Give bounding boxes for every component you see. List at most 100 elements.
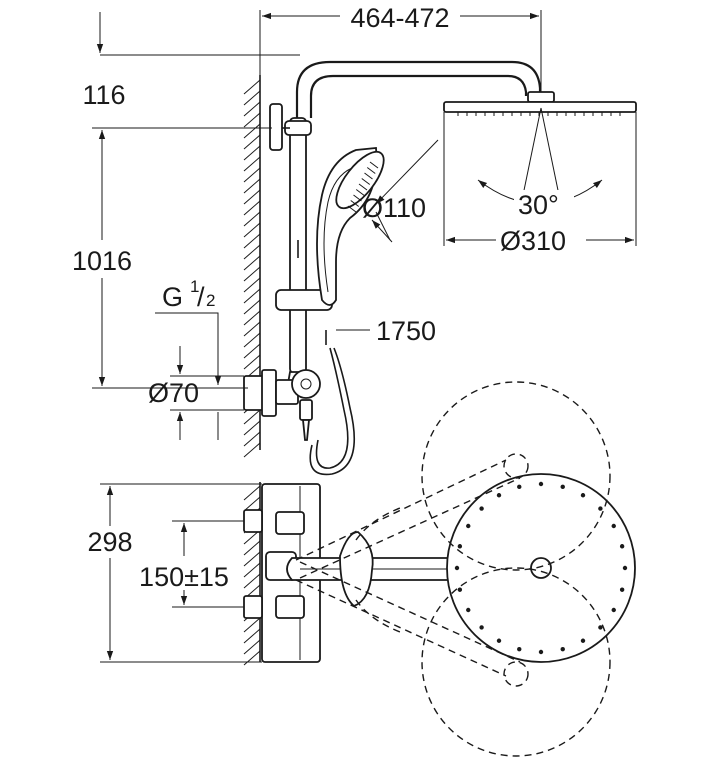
dimension-connection-diameter: Ø70 <box>148 346 244 440</box>
wall-hatch-line <box>243 79 261 95</box>
thread-fraction-denominator: 2 <box>206 291 215 310</box>
head-nozzle-dot <box>466 523 471 529</box>
dimension-top-offset: 116 <box>82 12 300 110</box>
wall-hatch-line <box>243 101 261 117</box>
shower-hose <box>309 330 356 476</box>
wall-hatch-line <box>243 551 261 567</box>
wall-hatch-line <box>243 167 261 183</box>
wall-hatch-line <box>243 211 261 227</box>
head-nozzle-dot <box>496 638 502 643</box>
thread-fraction-numerator: 1 <box>190 277 199 296</box>
wall-hatch-line <box>243 321 261 337</box>
wall-hatch-line <box>243 496 261 512</box>
head-shower-top-view <box>446 473 636 663</box>
wall-hatch-line <box>243 617 261 633</box>
wall-hatch-line <box>243 573 261 589</box>
dimension-spray-angle: 30° <box>514 190 574 220</box>
wall-hatch-line <box>243 233 261 249</box>
inlet-spacing-label: 150±15 <box>139 562 229 592</box>
dimension-overall-width: 464-472 <box>259 3 542 92</box>
dimension-headshower-diameter: Ø310 <box>443 112 637 256</box>
connection-diameter-label: Ø70 <box>148 378 199 408</box>
head-nozzle-dot <box>538 481 544 487</box>
wall-hatch-line <box>243 112 261 128</box>
head-nozzle-dot <box>457 587 463 592</box>
wall-hatch-line <box>243 266 261 282</box>
dimension-thread: G 1 / 2 <box>155 277 222 385</box>
rotation-range-dashed <box>295 381 611 757</box>
dimension-hose-length: 1750 <box>336 316 436 346</box>
wall-hatch-line <box>243 255 261 271</box>
head-nozzle-dot <box>619 544 625 549</box>
wall-hatch-line <box>243 277 261 293</box>
wall-hatch-line <box>243 343 261 359</box>
wall-hatch-line <box>243 222 261 238</box>
wall-hatch-line <box>243 310 261 326</box>
side-mixer-connection <box>243 369 321 441</box>
wall-hatch-line <box>243 156 261 172</box>
hand-nozzle-mark <box>355 189 365 196</box>
head-nozzle-dot <box>466 607 471 613</box>
top-offset-label: 116 <box>82 80 125 110</box>
wall-hatch-line <box>243 420 261 436</box>
head-nozzle-dot <box>598 625 603 630</box>
head-nozzle-dot <box>496 493 502 498</box>
wall-hatch-line <box>243 288 261 304</box>
wall-hatch-line <box>243 442 261 458</box>
head-nozzle-dot <box>560 646 565 652</box>
head-nozzle-dot <box>611 523 616 529</box>
head-nozzle-dot <box>517 646 522 652</box>
head-nozzle-dot <box>457 544 463 549</box>
head-nozzle-dot <box>611 607 616 613</box>
head-nozzle-dot <box>479 506 484 511</box>
mixer-height-label: 298 <box>87 527 132 557</box>
head-nozzle-dot <box>560 484 565 490</box>
head-nozzle-dot <box>619 587 625 592</box>
wall-hatch-line <box>243 628 261 644</box>
wall-hatch-line <box>243 562 261 578</box>
spray-angle-label: 30° <box>518 190 559 220</box>
head-nozzle-dot <box>454 565 460 571</box>
wall-hatch-line <box>243 189 261 205</box>
head-nozzle-dot <box>538 649 544 655</box>
head-shower-side <box>443 91 637 205</box>
height-label: 1016 <box>72 246 132 276</box>
hand-nozzle-mark <box>350 200 360 207</box>
head-nozzle-dot <box>517 484 522 490</box>
wall-hatch-line <box>243 299 261 315</box>
wall-hatch-line <box>243 123 261 139</box>
wall-hatch-line <box>243 409 261 425</box>
hand-nozzle-mark <box>358 183 368 191</box>
thread-fraction-slash: / <box>197 282 205 312</box>
wall-hatch-line <box>243 134 261 150</box>
dimension-inlet-spacing: 150±15 <box>130 520 244 608</box>
wall-hatch-line <box>243 145 261 161</box>
wall-hatch-line <box>243 485 261 501</box>
wall-hatch-line <box>243 244 261 260</box>
wall-hatch-line <box>243 178 261 194</box>
wall-hatch-line <box>243 431 261 447</box>
overall-width-label: 464-472 <box>350 3 449 33</box>
hand-nozzle-mark <box>366 167 376 174</box>
head-nozzle-dot <box>622 565 628 571</box>
hand-nozzle-mark <box>353 194 362 202</box>
wall-hatch-line <box>243 639 261 655</box>
dimension-handshower-diameter: Ø110 <box>362 139 439 243</box>
hand-nozzle-mark <box>347 205 357 213</box>
handshower-diameter-label: Ø110 <box>362 193 426 223</box>
thread-label: G <box>162 282 183 312</box>
wall-hatch-line <box>243 200 261 216</box>
hand-shower <box>316 147 385 306</box>
wall-hatch-line <box>243 540 261 556</box>
head-nozzle-dot <box>598 506 603 511</box>
hand-nozzle-mark <box>369 161 379 169</box>
wall-hatch-line <box>243 650 261 666</box>
hand-nozzle-mark <box>361 178 371 185</box>
wall-hatch-line <box>243 90 261 106</box>
dimension-height: 1016 <box>60 127 272 389</box>
hand-nozzle-mark <box>364 172 373 180</box>
wall-hatch-line <box>243 354 261 370</box>
headshower-diameter-label: Ø310 <box>500 226 566 256</box>
dimension-mixer-height: 298 <box>78 483 262 663</box>
